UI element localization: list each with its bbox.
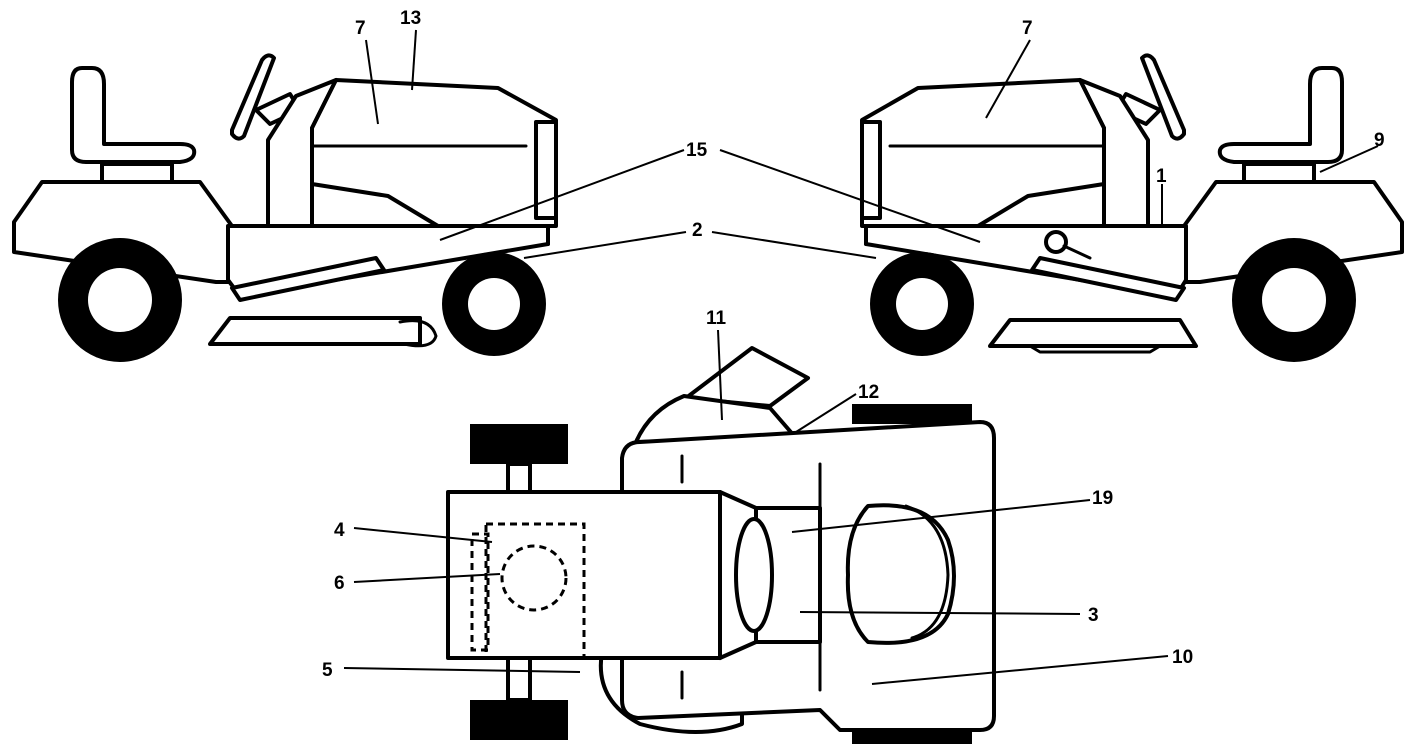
left-seat-back [70,66,197,164]
callout-6: 6 [334,573,345,594]
callout-7-right: 7 [1022,18,1033,39]
leader-7-right [985,39,1031,119]
callout-10: 10 [1172,647,1193,668]
top-axle-left-front [506,462,532,494]
leader-5 [343,667,581,673]
leader-9 [1319,145,1379,173]
left-mower-deck [208,316,422,346]
leader-11 [717,329,723,421]
right-hood [860,78,1106,228]
left-front-wheel-hub [468,278,520,330]
callout-15: 15 [686,140,708,161]
tractor-left-side-view [12,53,558,362]
callout-9: 9 [1374,130,1385,151]
top-wheel-front-right [852,404,972,424]
leader-10 [871,655,1169,685]
top-battery-outline [484,522,586,660]
callout-7-left: 7 [355,18,366,39]
right-lever-knob [1044,230,1068,254]
leader-19 [791,499,1091,533]
leader-4 [353,527,493,543]
callout-12: 12 [858,382,879,403]
left-foot-rail [230,256,386,302]
callout-labels: 7 13 15 2 7 9 1 11 12 19 4 6 3 10 5 [322,8,1385,681]
tractor-right-side-view [860,53,1404,362]
right-rear-wheel-hub [1262,268,1326,332]
callout-2: 2 [692,220,703,241]
left-grille [534,120,558,220]
leader-2-right [711,231,877,259]
right-grille [860,120,882,220]
right-mower-deck [988,318,1198,348]
leader-15-right [719,149,981,243]
top-deck-dome [634,394,798,444]
top-steering-boss [734,517,774,633]
callout-1: 1 [1156,166,1167,187]
callout-3: 3 [1088,605,1099,626]
tractor-top-view [446,346,996,744]
callout-13: 13 [400,8,421,29]
top-engine-outline [470,532,490,652]
right-steering-wheel [1140,53,1186,141]
right-lever-arm [1062,244,1092,260]
left-hood [310,78,558,228]
right-foot-rail [1030,256,1186,302]
leader-13 [411,29,417,91]
right-seat-back [1217,66,1344,164]
top-wheel-front-left [470,424,568,464]
right-front-wheel-hub [896,278,948,330]
left-deck-chute [398,319,438,348]
right-deck-chute [1028,344,1162,354]
leader-15-left [439,149,685,241]
leader-lines [343,29,1379,685]
callout-5: 5 [322,660,333,681]
left-steering-wheel [230,53,276,141]
top-axle-left-rear [506,656,532,702]
top-wheel-rear-left [470,700,568,740]
callout-4: 4 [334,520,345,541]
leader-6 [353,573,501,583]
top-filter-outline [500,544,568,612]
leader-12 [795,393,857,433]
callout-11: 11 [706,308,727,329]
leader-7-left [365,39,379,125]
left-rear-wheel-hub [88,268,152,332]
leader-3 [799,611,1081,615]
callout-19: 19 [1092,488,1113,509]
top-seat [845,503,956,645]
leader-2-left [523,231,687,259]
